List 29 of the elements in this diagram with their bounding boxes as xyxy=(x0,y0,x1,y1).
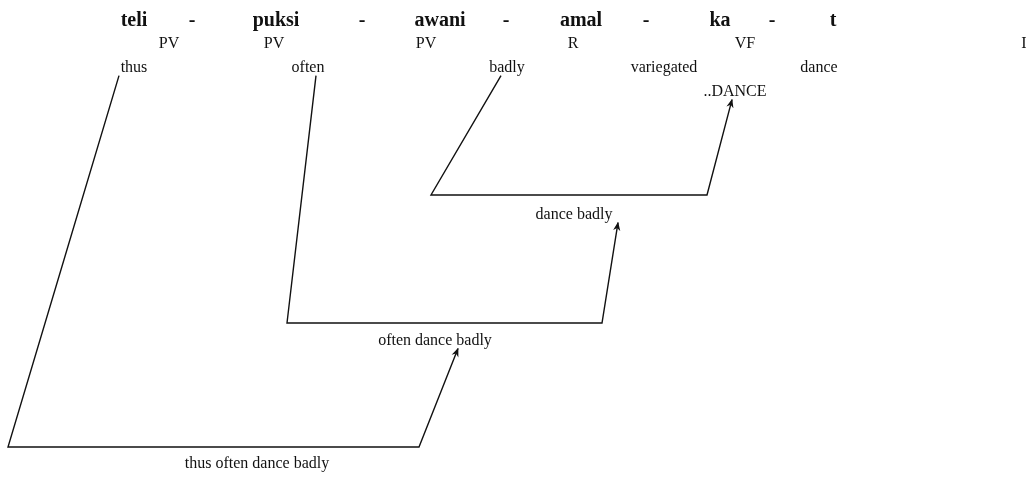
phrase-gloss: dance badly xyxy=(535,205,613,223)
category-tag: PV xyxy=(263,34,285,52)
category-tag: I xyxy=(1021,34,1027,52)
morpheme-separator: - xyxy=(642,8,650,30)
phrase-gloss: thus often dance badly xyxy=(184,454,330,472)
bracket-arrow xyxy=(7,74,459,448)
morpheme-separator: - xyxy=(358,8,366,30)
morpheme-separator: - xyxy=(188,8,196,30)
morpheme: teli xyxy=(120,8,148,30)
bracket-arrow xyxy=(429,74,734,196)
word-gloss: dance xyxy=(800,58,838,76)
word-gloss: often xyxy=(291,58,325,76)
category-tag: PV xyxy=(158,34,180,52)
morpheme: ka xyxy=(709,8,731,30)
category-tag: VF xyxy=(734,34,756,52)
head-gloss: ..DANCE xyxy=(703,82,767,100)
word-gloss: badly xyxy=(489,58,525,76)
bracket-arrow xyxy=(286,74,621,324)
morpheme: awani xyxy=(414,8,466,30)
category-tag: R xyxy=(567,34,579,52)
phrase-gloss: often dance badly xyxy=(378,331,492,349)
morpheme-separator: - xyxy=(768,8,776,30)
morpheme: amal xyxy=(559,8,603,30)
category-tag: PV xyxy=(415,34,437,52)
morpheme-separator: - xyxy=(502,8,510,30)
word-gloss: variegated xyxy=(630,58,698,76)
morpheme: t xyxy=(829,8,837,30)
morpheme: puksi xyxy=(252,8,300,30)
word-gloss: thus xyxy=(120,58,148,76)
